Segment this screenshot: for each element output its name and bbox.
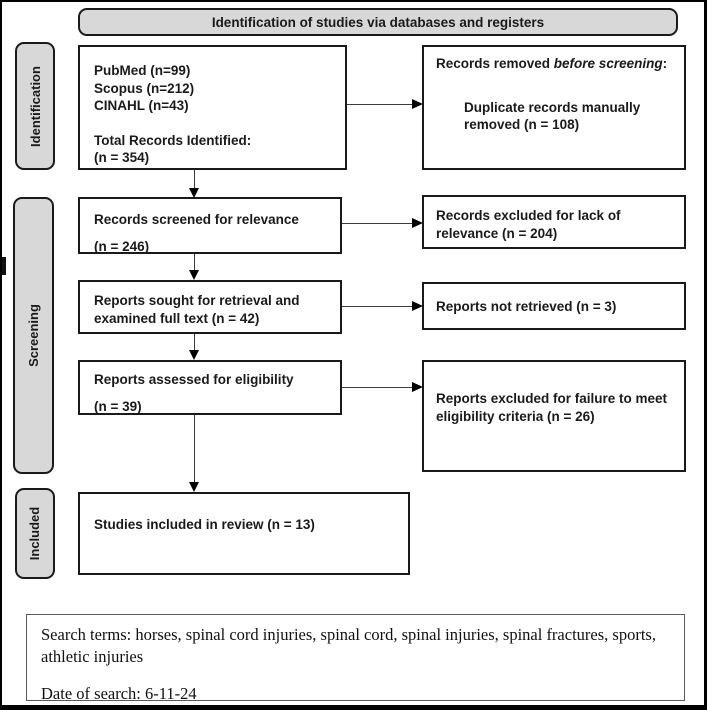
box-studies-included: Studies included in review (n = 13) [78, 492, 410, 575]
reports-assessed-count: (n = 39) [94, 398, 142, 414]
arrowhead-right-icon [412, 218, 423, 228]
spacer [94, 115, 335, 132]
stage-label-identification: Identification [15, 42, 55, 170]
box-reports-assessed: Reports assessed for eligibility (n = 39… [78, 360, 342, 415]
diagram-title: Identification of studies via databases … [78, 8, 678, 36]
arrowhead-right-icon [412, 301, 423, 311]
records-removed-title: Records removed before screening: [436, 55, 676, 73]
box-records-screened: Records screened for relevance (n = 246) [78, 197, 342, 254]
search-terms-text: Search terms: horses, spinal cord injuri… [41, 625, 656, 667]
box-reports-excluded-eligibility: Reports excluded for failure to meet eli… [422, 360, 686, 472]
records-excluded-text: Records excluded for lack of relevance (… [436, 208, 621, 241]
total-records-count: (n = 354) [94, 150, 150, 166]
stage-label-text: Screening [26, 304, 42, 367]
reports-assessed-text: Reports assessed for eligibility [94, 372, 294, 387]
arrowhead-down-icon [189, 270, 199, 280]
reports-not-retrieved-text: Reports not retrieved (n = 3) [436, 299, 617, 314]
arrow-screened-to-sought [194, 254, 195, 273]
search-date-text: Date of search: 6-11-24 [41, 683, 197, 703]
box-records-identified: PubMed (n=99) Scopus (n=212) CINAHL (n=4… [78, 45, 347, 170]
arrow-assessed-to-excluded [342, 387, 415, 388]
arrowhead-right-icon [412, 99, 423, 109]
arrow-identified-to-screened [194, 170, 195, 191]
records-screened-text: Records screened for relevance [94, 212, 299, 227]
reports-excluded-text: Reports excluded for failure to meet eli… [436, 391, 668, 424]
stage-label-text: Identification [27, 65, 43, 147]
title-text: : [662, 56, 668, 71]
duplicates-removed-text: Duplicate records manually removed (n = … [464, 99, 641, 133]
arrowhead-down-icon [189, 482, 199, 492]
arrow-sought-to-assessed [194, 334, 195, 353]
box-reports-sought: Reports sought for retrieval and examine… [78, 280, 342, 334]
search-notes-box: Search terms: horses, spinal cord injuri… [26, 614, 685, 703]
database-count: CINAHL (n=43) [94, 98, 189, 114]
total-records-label: Total Records Identified: [94, 132, 252, 148]
database-count: Scopus (n=212) [94, 80, 195, 96]
box-records-excluded-relevance: Records excluded for lack of relevance (… [422, 195, 686, 249]
stage-label-text: Included [27, 506, 43, 561]
box-records-removed: Records removed before screening: Duplic… [422, 45, 686, 170]
stage-label-screening: Screening [13, 197, 54, 474]
title-italic-text: before screening [553, 56, 663, 71]
arrowhead-down-icon [189, 188, 199, 198]
database-count: PubMed (n=99) [94, 63, 191, 78]
arrow-assessed-to-included [194, 415, 195, 486]
arrowhead-right-icon [412, 382, 423, 392]
title-text: Records removed [436, 56, 554, 71]
records-screened-count: (n = 246) [94, 238, 150, 254]
stage-label-included: Included [15, 488, 55, 579]
reports-sought-text: Reports sought for retrieval and examine… [94, 293, 300, 326]
arrow-screened-to-excluded [342, 223, 415, 224]
studies-included-text: Studies included in review (n = 13) [94, 517, 315, 532]
border-artifact-mark [2, 257, 6, 275]
arrow-sought-to-notretrieved [342, 306, 415, 307]
arrow-identified-to-removed [347, 104, 415, 105]
box-reports-not-retrieved: Reports not retrieved (n = 3) [422, 282, 686, 330]
arrowhead-down-icon [189, 350, 199, 360]
